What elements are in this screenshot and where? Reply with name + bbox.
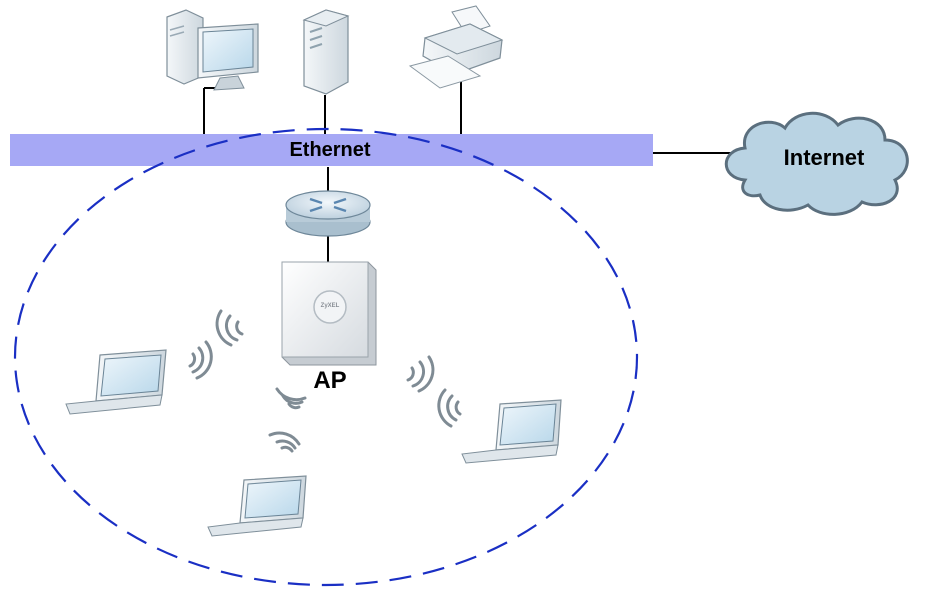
laptop-bottom-icon xyxy=(207,475,307,537)
access-point-icon xyxy=(281,261,377,366)
device-links xyxy=(203,82,742,262)
wifi-signal-icon xyxy=(188,340,213,380)
wifi-signal-icon xyxy=(268,431,301,453)
access-point-label: AP xyxy=(313,367,347,394)
access-point-brand-logo: ZyXEL xyxy=(320,303,340,309)
ethernet-label: Ethernet xyxy=(289,139,371,161)
router-icon xyxy=(285,190,371,237)
laptop-left-icon xyxy=(65,349,167,415)
printer-icon xyxy=(408,5,504,89)
desktop-computer-icon xyxy=(166,9,259,91)
wifi-signal-icon xyxy=(275,387,307,410)
wireless-signal-icons xyxy=(188,309,462,453)
wifi-signal-icon xyxy=(437,388,462,428)
ethernet-bus xyxy=(10,134,653,166)
internet-label: Internet xyxy=(783,145,865,170)
server-icon xyxy=(302,9,350,95)
wifi-signal-icon xyxy=(406,355,435,393)
wireless-coverage-boundary xyxy=(13,127,639,587)
laptop-right-icon xyxy=(461,399,562,464)
wifi-signal-icon xyxy=(215,309,244,347)
internet-cloud-icon xyxy=(724,111,909,216)
